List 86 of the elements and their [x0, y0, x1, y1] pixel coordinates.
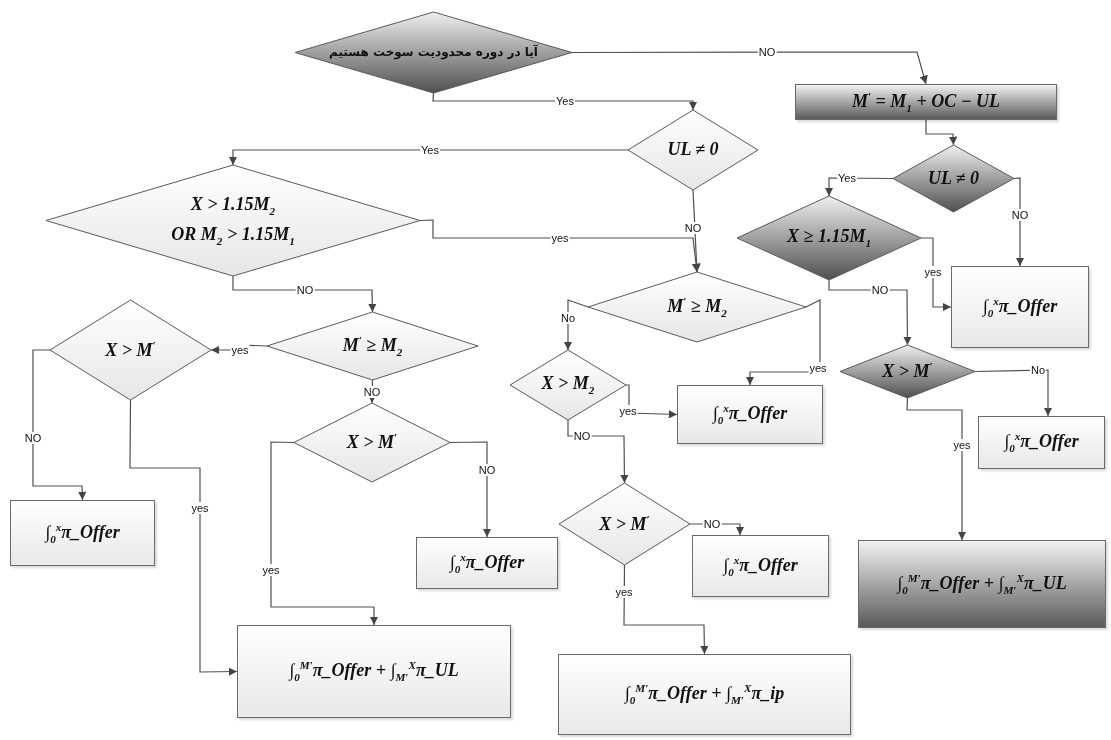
condition-text: M$^{′}$ ≥ M$_{2}$	[667, 294, 727, 320]
formula-text: M$^{′}$ = M$_{1}$ + OC − UL	[851, 89, 1001, 115]
edge-label: yes	[952, 439, 972, 451]
edge-label: yes	[261, 564, 281, 576]
formula-text: ∫$_{0}$$^{M′}$π_Offer + ∫$_{M′}$$^{X}$π_UL	[289, 659, 459, 684]
edge-label: Yes	[555, 95, 575, 107]
process-box	[677, 385, 823, 444]
decision-diamond	[295, 12, 572, 93]
formula-text: ∫$_{0}$$^{x}$π_Offer	[45, 520, 120, 546]
edge-label: NO	[870, 284, 890, 296]
edge-label: NO	[757, 46, 777, 58]
edge-label: NO	[362, 386, 382, 398]
decision-diamond	[628, 110, 758, 190]
condition-text: X > M$^{′}$	[346, 431, 398, 454]
arrow	[925, 119, 958, 146]
decision-diamond	[840, 345, 975, 398]
condition-text: UL ≠ 0	[927, 167, 980, 190]
formula-text: ∫$_{0}$$^{x}$π_Offer	[723, 553, 798, 579]
decision-diamond	[267, 312, 478, 380]
edge-label: NO	[477, 464, 497, 476]
process-box	[416, 537, 558, 589]
arrow	[567, 419, 629, 484]
process-box	[10, 500, 155, 566]
process-box	[858, 540, 1106, 628]
arrow	[270, 441, 379, 626]
formula-text: ∫$_{0}$$^{x}$π_Offer	[982, 294, 1058, 320]
edge-label: Yes	[837, 172, 857, 184]
arrow	[419, 219, 701, 273]
arrow	[623, 564, 709, 655]
edge-label: Yes	[420, 144, 440, 156]
condition-text: X > 1.15M$_{2}$	[190, 193, 276, 218]
arrow	[828, 279, 912, 346]
arrow	[1013, 177, 1025, 267]
arrow	[32, 349, 87, 501]
condition-text: UL ≠ 0	[667, 139, 719, 161]
decision-diamond	[893, 145, 1014, 212]
edge-label: No	[559, 312, 577, 324]
condition-text: X > M$^{′}$	[105, 338, 156, 362]
condition-text: M$^{′}$ ≥ M$_{2}$	[342, 333, 403, 359]
edge-label: NO	[702, 518, 722, 530]
edge-label: yes	[190, 502, 210, 514]
edge-label: NO	[1010, 209, 1030, 221]
formula-text: ∫$_{0}$$^{M′}$π_Offer + ∫$_{M′}$$^{X}$π_ip	[624, 682, 785, 707]
formula-text: ∫$_{0}$$^{x}$π_Offer	[712, 402, 788, 427]
edge-label: yes	[614, 586, 634, 598]
formula-text: ∫$_{0}$$^{x}$π_Offer	[1004, 430, 1079, 455]
decision-diamond	[294, 403, 450, 482]
arrow	[449, 441, 492, 538]
edge-label: NO	[683, 222, 703, 234]
process-box	[237, 625, 511, 718]
arrow	[745, 299, 821, 386]
arrow	[906, 397, 967, 541]
formula-text: ∫$_{0}$$^{x}$π_Offer	[449, 550, 525, 576]
arrow	[571, 51, 928, 85]
condition-text: X > M$^{′}$	[882, 360, 933, 383]
arrow	[432, 92, 698, 111]
process-box	[558, 654, 851, 735]
condition-text: X > M$^{′}$	[599, 512, 650, 536]
process-box	[692, 535, 829, 597]
condition-text: X > M$_{2}$	[541, 373, 595, 397]
decision-diamond	[559, 483, 690, 565]
process-box	[978, 416, 1105, 469]
condition-text: آیا در دوره محدودیت سوخت هستیم	[329, 45, 538, 60]
formula-text: ∫$_{0}$$^{M′}$π_Offer + ∫$_{M′}$$^{X}$π_UL	[897, 571, 1067, 597]
arrow	[210, 344, 268, 355]
edge-label: yes	[230, 344, 250, 356]
edge-label: yes	[618, 405, 638, 417]
edge-label: NO	[23, 432, 43, 444]
arrow	[129, 399, 238, 676]
edge-label: yes	[808, 362, 828, 374]
condition-text: X ≥ 1.15M$_{1}$	[787, 226, 871, 250]
arrow	[228, 149, 629, 166]
edge-label: NO	[295, 284, 315, 296]
edge-label: yes	[923, 266, 943, 278]
edge-label: NO	[572, 430, 592, 442]
condition-text: OR M$_{2}$ > 1.15M$_{1}$	[171, 223, 295, 248]
edge-label: No	[1029, 364, 1047, 376]
decision-diamond	[50, 300, 211, 400]
decision-diamond	[46, 165, 420, 276]
arrow	[920, 237, 952, 312]
arrow	[232, 275, 377, 313]
arrow	[625, 384, 678, 419]
decision-diamond	[737, 196, 921, 280]
decision-diamond	[588, 272, 806, 342]
process-box	[951, 266, 1089, 348]
process-box	[795, 84, 1057, 120]
